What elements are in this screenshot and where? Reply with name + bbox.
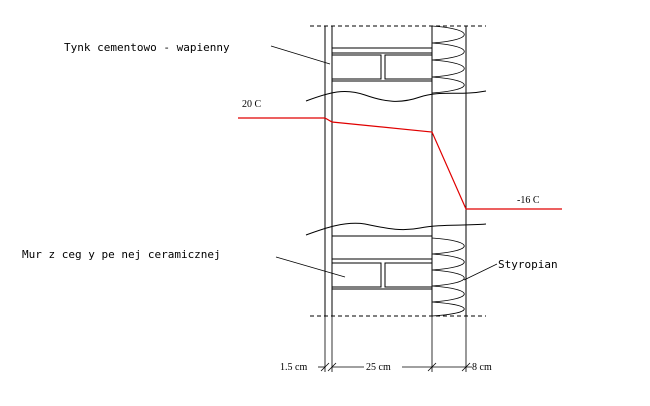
plaster-leader [270,45,331,65]
temp-inside-label: 20 C [242,99,262,110]
dim-plaster-label: 1.5 cm [280,362,307,373]
temperature-profile-line [238,117,562,210]
brick-course-lower [331,235,433,290]
styrofoam-pattern-upper [431,25,465,94]
styrofoam-pattern-lower [431,237,465,317]
brick-label: Mur z ceg y pe nej ceramicznej [22,248,221,261]
styrofoam-label: Styropian [498,258,558,271]
brick-leader [275,256,346,278]
plaster-label: Tynk cementowo - wapienny [64,41,230,54]
dim-styrofoam-label: 8 cm [472,362,492,373]
styrofoam-leader [463,263,498,281]
break-line-lower [305,222,487,236]
dimension-lines [318,362,472,372]
brick-course-upper [331,47,433,82]
dimension-extension-lines [324,316,467,372]
dim-brick-label: 25 cm [366,362,391,373]
break-line-upper [305,90,487,102]
temp-outside-label: -16 C [517,195,540,206]
